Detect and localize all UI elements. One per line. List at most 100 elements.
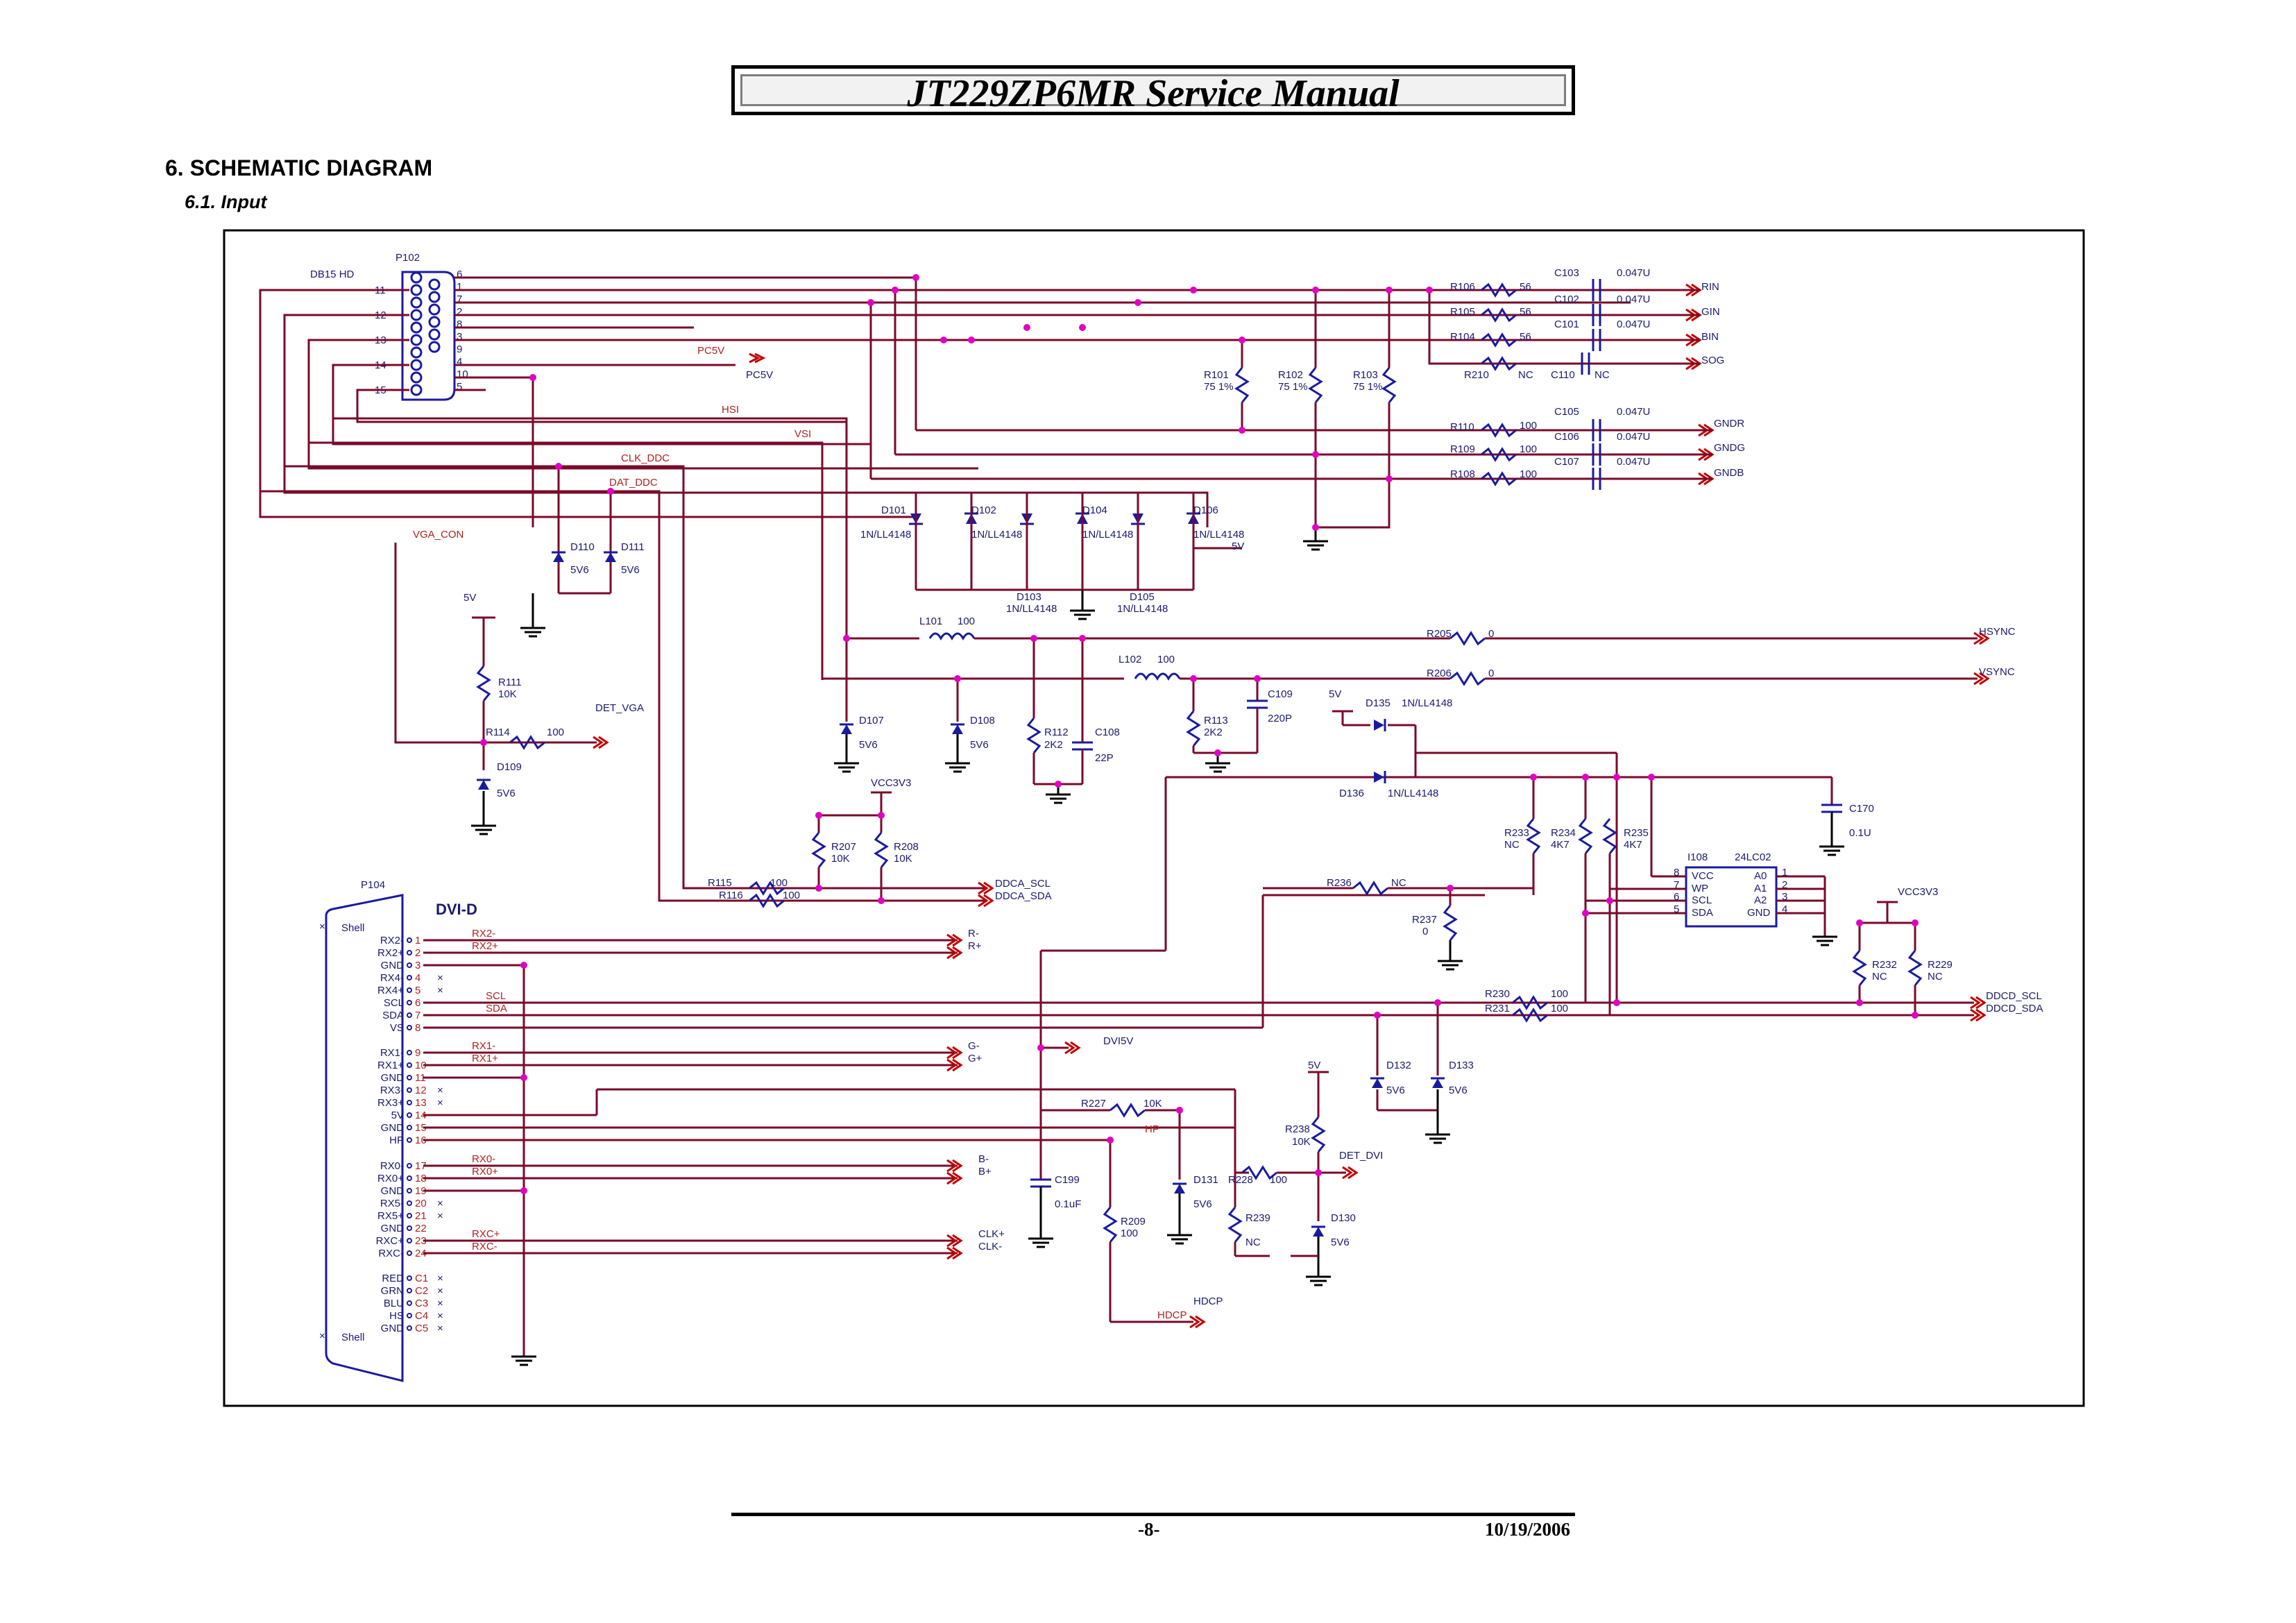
out-ddcd-sda: DDCD_SDA	[1986, 1003, 2043, 1014]
r208-val: 10K	[894, 853, 912, 865]
page-number: -8-	[1138, 1519, 1160, 1540]
d104-ref: D104	[1082, 504, 1107, 516]
dvi-pin-label: GND	[381, 1223, 405, 1234]
net-rxc-neg: RXC-	[472, 1241, 498, 1252]
junction-dot	[520, 1187, 527, 1194]
dvi-pin-number: 8	[415, 1022, 420, 1034]
i108-scl: SCL	[1692, 894, 1712, 906]
r112-ref: R112	[1044, 726, 1069, 738]
r115-val: 100	[770, 877, 788, 889]
d102-val: 1N/LL4148	[971, 529, 1022, 541]
r205-ref: R205	[1427, 628, 1452, 640]
junction-dot	[1107, 1137, 1114, 1144]
dvi-pin-marker	[407, 1087, 412, 1093]
dvi-pin-number: 21	[415, 1210, 427, 1222]
d132-val: 5V6	[1386, 1085, 1405, 1096]
r101-ref: R101	[1204, 369, 1229, 381]
l101-ref: L101	[919, 615, 942, 627]
c107-ref: C107	[1554, 456, 1579, 468]
junction-dot	[1434, 999, 1441, 1006]
junction-dot	[1912, 919, 1919, 926]
vcc3v3-label-2: VCC3V3	[1898, 886, 1938, 898]
r109-val: 100	[1520, 443, 1537, 455]
junction-dot	[878, 812, 885, 819]
junction-dot	[1315, 1169, 1322, 1176]
out-gin: GIN	[1701, 306, 1720, 318]
junction-dot	[843, 635, 850, 642]
r229-val: NC	[1928, 971, 1943, 983]
dvi-pin-number: C3	[415, 1298, 428, 1309]
junction-dot	[1176, 1107, 1183, 1114]
out-gndg: GNDG	[1714, 442, 1745, 454]
r230-val: 100	[1551, 988, 1568, 1000]
out-r-pos: R+	[968, 940, 982, 952]
net-rxc-pos: RXC+	[472, 1228, 500, 1240]
r104-ref: R104	[1450, 331, 1475, 343]
dvi-pin-number: C4	[415, 1310, 428, 1322]
d135-5v: 5V	[1329, 688, 1341, 700]
dvi-pin-marker	[407, 1325, 412, 1331]
out-clk-pos: CLK+	[978, 1228, 1005, 1240]
dvi-pin-marker	[407, 1100, 412, 1105]
r103-val: 75 1%	[1353, 381, 1383, 393]
dvi-pin-number: 12	[415, 1085, 427, 1096]
header-title-shade	[740, 74, 1566, 106]
no-connect-mark: ×	[437, 1298, 443, 1309]
dvi-pin-marker	[407, 1050, 412, 1055]
i108-a0: A0	[1754, 870, 1767, 882]
r111-ref: R111	[498, 677, 522, 688]
d106-5v: 5V	[1232, 541, 1244, 552]
ddcd-section	[1512, 901, 1987, 1023]
c110-ref: C110	[1551, 369, 1575, 381]
junction-dot	[520, 1074, 527, 1081]
l102-val: 100	[1157, 654, 1175, 665]
r104-val: 56	[1520, 331, 1531, 343]
c108-val: 22P	[1095, 752, 1114, 764]
dvi-pin-label: RX5-	[380, 1198, 404, 1209]
r113-ref: R113	[1204, 715, 1228, 726]
r110-val: 100	[1520, 420, 1537, 432]
r239-val: NC	[1245, 1237, 1261, 1248]
c107-val: 0.047U	[1617, 456, 1650, 468]
junction-dot	[1912, 1012, 1919, 1019]
dvi-pin-number: 4	[415, 972, 420, 984]
dvi-pin-label: RXC-	[378, 1248, 404, 1259]
r228-ref: R228	[1228, 1174, 1253, 1186]
c103-val: 0.047U	[1617, 267, 1650, 279]
r208-ref: R208	[894, 841, 919, 853]
d108-ref: D108	[970, 715, 995, 726]
out-g-neg: G-	[968, 1040, 980, 1052]
out-r-neg: R-	[968, 928, 979, 940]
d106-ref: D106	[1193, 504, 1218, 516]
svg-text:×: ×	[319, 1330, 325, 1342]
dvi-pin-label: HS	[389, 1310, 404, 1322]
r103-ref: R103	[1353, 369, 1378, 381]
d136-val: 1N/LL4148	[1388, 788, 1438, 799]
d103-val: 1N/LL4148	[1006, 603, 1057, 615]
dvi-pin-marker	[407, 1213, 412, 1218]
net-clk-ddc: CLK_DDC	[621, 452, 670, 464]
dvi-pin-number: 24	[415, 1248, 427, 1259]
dvi-pin-number: C5	[415, 1323, 428, 1334]
vga-pin-4: 4	[457, 356, 462, 368]
d135-d136	[1332, 710, 1618, 1003]
net-dat-ddc: DAT_DDC	[609, 477, 658, 488]
dvi-pin-marker	[407, 1163, 412, 1169]
r206-val: 0	[1488, 668, 1494, 679]
junction-dot	[1386, 287, 1393, 294]
c101-ref: C101	[1554, 318, 1579, 330]
dvi-pin-number: 9	[415, 1047, 420, 1059]
dvi-pin-marker	[407, 1175, 412, 1181]
r209-val: 100	[1121, 1227, 1138, 1239]
dvi-pin-marker	[407, 1313, 412, 1318]
section-title: 6. SCHEMATIC DIAGRAM	[165, 155, 433, 180]
dvi-pin-number: 1	[415, 935, 420, 946]
no-connect-mark: ×	[437, 1273, 443, 1284]
i108-pin5: 5	[1674, 903, 1679, 915]
junction-dot	[1037, 1044, 1044, 1051]
r235-val: 4K7	[1624, 839, 1642, 851]
dvi-pin-marker	[407, 1137, 412, 1143]
junction-dot	[1856, 919, 1863, 926]
net-hp: HP	[1145, 1123, 1159, 1135]
dvi-pin-label: GND	[381, 960, 405, 971]
